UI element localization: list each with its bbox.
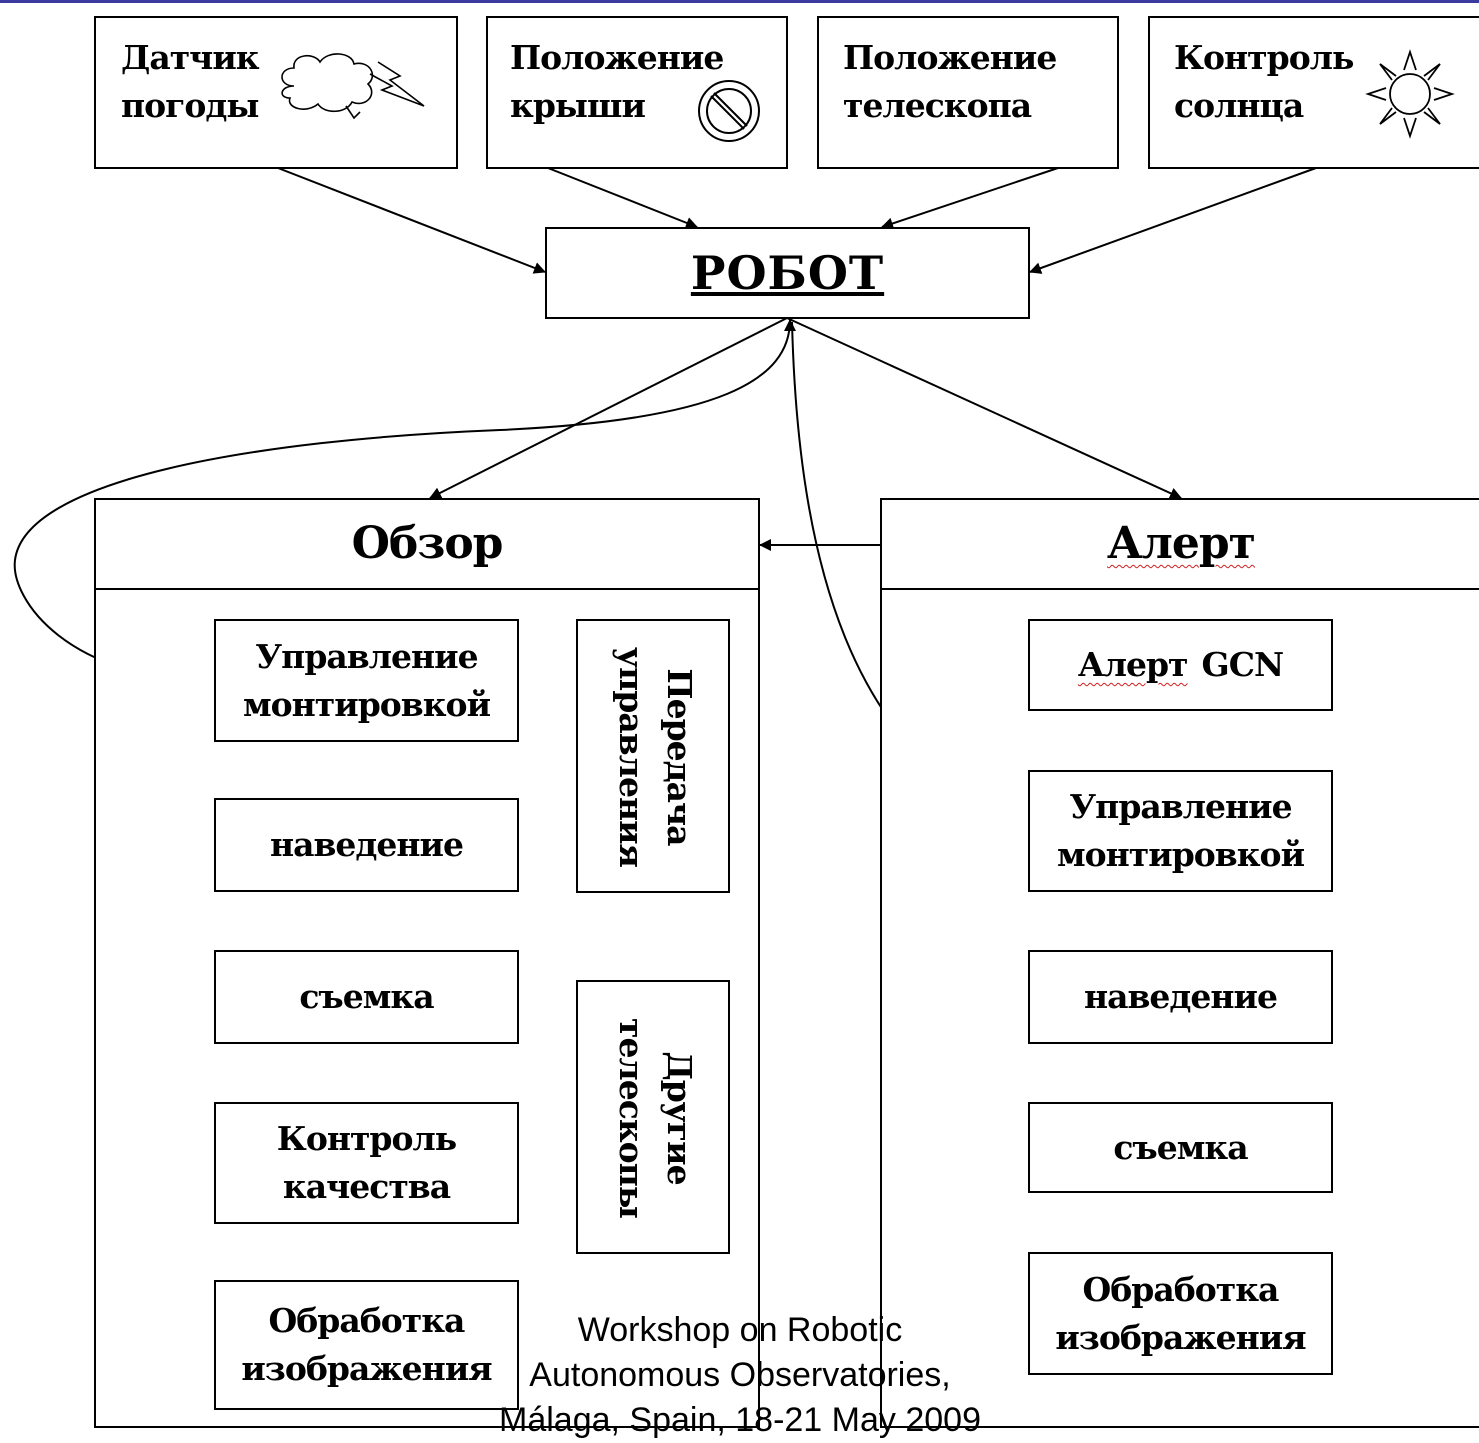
weather-sensor-label-line1: Датчик	[121, 38, 260, 77]
survey-quality-label-line2: качества	[282, 1167, 451, 1206]
sun-control-box: Контроль солнца	[1148, 16, 1479, 169]
other-telescopes-label-line1: Другие	[660, 1051, 699, 1185]
sun-control-label-line2: солнца	[1174, 86, 1304, 125]
sun-icon	[1365, 49, 1455, 139]
robot-label: РОБОТ	[690, 246, 885, 300]
alert-processing-box: Обработка изображения	[1028, 1252, 1333, 1375]
alert-exposure-label: съемка	[1113, 1127, 1248, 1167]
telescope-position-box: Положение телескопа	[817, 16, 1119, 169]
telescope-position-label-line1: Положение	[843, 38, 1057, 77]
survey-mount-label-line1: Управление	[255, 636, 478, 676]
alert-processing-label-line1: Обработка	[1082, 1269, 1280, 1309]
footer-line1: Workshop on Robotic	[577, 1311, 903, 1349]
roof-position-label-line1: Положение	[510, 38, 724, 77]
gcn-alert-box: Алерт GCN	[1028, 619, 1333, 711]
survey-title: Обзор	[351, 518, 504, 569]
other-telescopes-box: Другие телескопы	[576, 980, 730, 1254]
weather-sensor-label-line2: погоды	[121, 86, 259, 125]
footer-line2: Autonomous Observatories,	[529, 1356, 951, 1394]
survey-quality-label-line1: Контроль	[276, 1119, 457, 1158]
gcn-alert-label-word: Алерт	[1077, 645, 1189, 684]
arrow-robot-to-survey	[429, 317, 788, 499]
survey-exposure-box: съемка	[214, 950, 519, 1044]
telescope-position-label-line2: телескопа	[843, 86, 1032, 125]
gcn-alert-label-suffix: GCN	[1201, 645, 1285, 684]
other-telescopes-label-line2: телескопы	[612, 1018, 651, 1218]
roof-position-box: Положение крыши	[486, 16, 788, 169]
roof-position-label-line2: крыши	[510, 86, 646, 125]
survey-processing-label-line2: изображения	[241, 1349, 492, 1388]
handoff-label-line1: Передача	[660, 668, 699, 846]
alert-exposure-box: съемка	[1028, 1102, 1333, 1193]
survey-exposure-label: съемка	[299, 977, 434, 1016]
alert-mount-control-box: Управление монтировкой	[1028, 770, 1333, 892]
arrow-telescope-to-robot	[881, 167, 1059, 230]
arrow-roof-to-robot	[547, 167, 698, 229]
survey-mount-control-box: Управление монтировкой	[214, 619, 519, 742]
alert-mount-label-line2: монтировкой	[1056, 835, 1305, 874]
handoff-label-line2: управления	[612, 647, 651, 867]
alert-mount-label-line1: Управление	[1069, 787, 1292, 826]
alert-header: Алерт	[882, 500, 1479, 590]
survey-mount-label-line2: монтировкой	[242, 684, 491, 724]
robot-box: РОБОТ	[545, 227, 1030, 319]
alert-title: Алерт	[1107, 518, 1256, 569]
slide-footer: Workshop on Robotic Autonomous Observato…	[470, 1308, 1010, 1443]
prohibited-icon	[698, 80, 760, 142]
handoff-control-box: Передача управления	[576, 619, 730, 893]
arrow-sun-to-robot	[1029, 167, 1317, 274]
weather-sensor-box: Датчик погоды	[94, 16, 458, 169]
curve-survey-mount-to-robot	[13, 319, 796, 682]
survey-processing-label-line1: Обработка	[268, 1301, 466, 1340]
sun-control-label-line1: Контроль	[1174, 38, 1354, 77]
alert-pointing-label: наведение	[1083, 977, 1278, 1016]
footer-line3: Málaga, Spain, 18-21 May 2009	[499, 1401, 981, 1439]
top-accent-bar	[0, 0, 1479, 3]
survey-quality-control-box: Контроль качества	[214, 1102, 519, 1224]
survey-header: Обзор	[96, 500, 758, 590]
arrow-weather-to-robot	[277, 167, 546, 274]
cloud-lightning-icon	[281, 53, 425, 120]
alert-processing-label-line2: изображения	[1055, 1317, 1306, 1357]
survey-pointing-box: наведение	[214, 798, 519, 892]
survey-processing-box: Обработка изображения	[214, 1280, 519, 1410]
arrow-robot-to-alert	[786, 317, 1182, 499]
alert-pointing-box: наведение	[1028, 950, 1333, 1044]
survey-pointing-label: наведение	[269, 825, 464, 864]
